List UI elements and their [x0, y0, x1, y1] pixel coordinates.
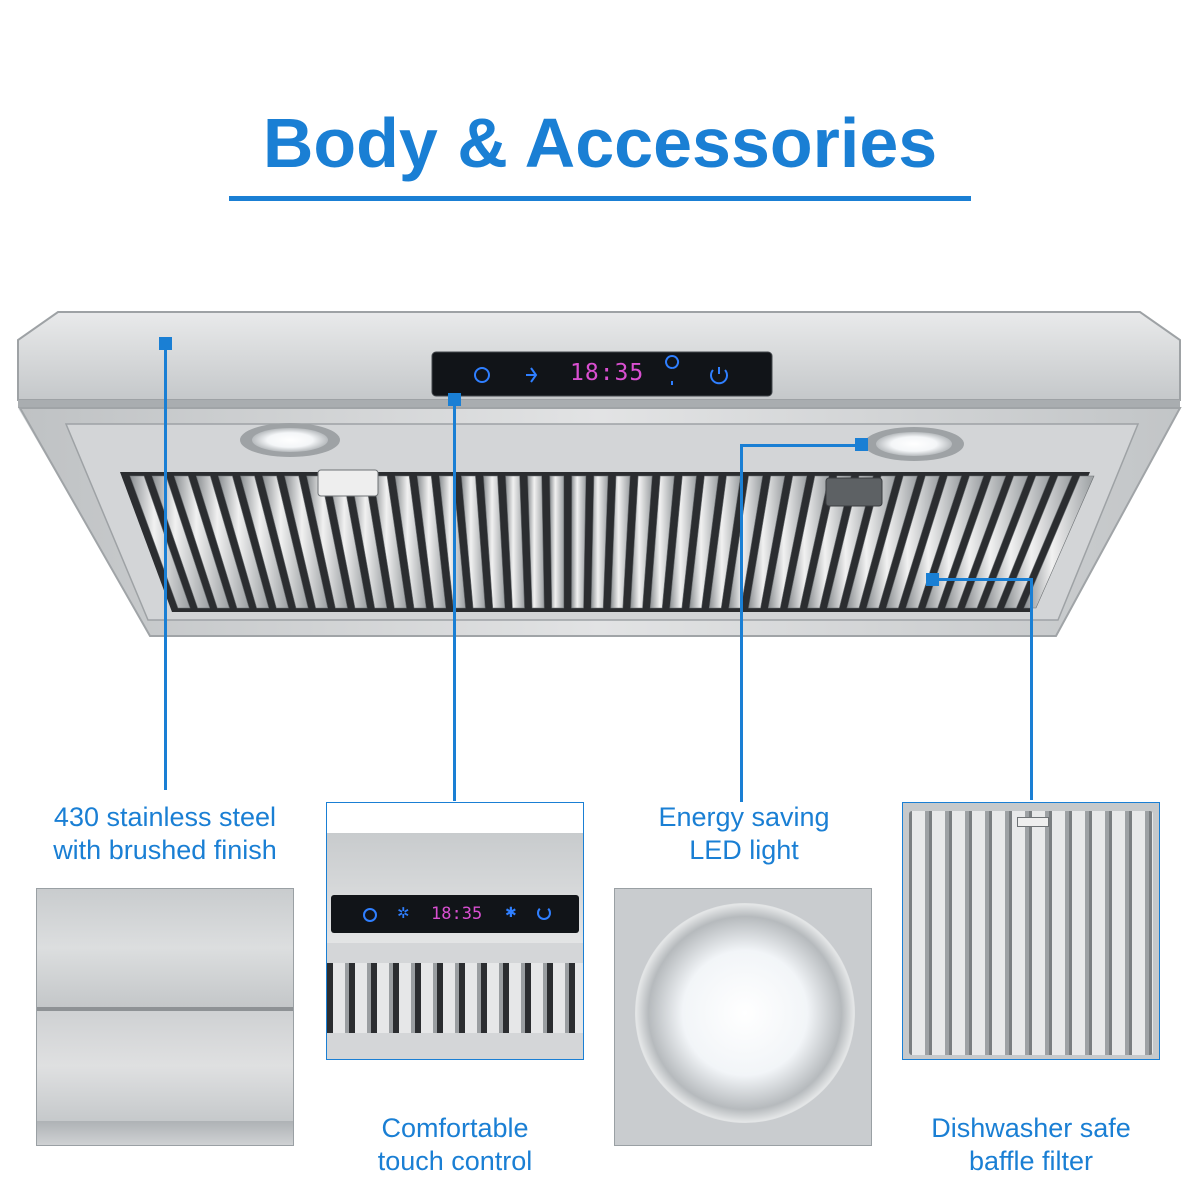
baffle-fin [262, 475, 309, 609]
steel-label-line2: with brushed finish [53, 835, 277, 865]
power-icon[interactable] [537, 906, 551, 920]
led-label-line2: LED light [689, 835, 799, 865]
baffle-fin [416, 475, 447, 609]
baffle-fin [885, 475, 940, 609]
timer-icon[interactable] [363, 908, 377, 922]
filter-handle [1017, 817, 1049, 827]
baffle-fin [669, 475, 697, 609]
baffle-fin [1023, 475, 1095, 609]
zoom-clock-display: 18:35 [431, 904, 483, 924]
fan-icon[interactable]: ✲ [397, 905, 410, 922]
baffle-fin [284, 475, 329, 609]
steel-sheet-upper [37, 889, 293, 1007]
baffle-fin [748, 475, 786, 609]
baffle-fin [689, 475, 719, 609]
baffle-fin [846, 475, 896, 609]
led-closeup-panel [614, 888, 872, 1146]
led-label: Energy saving LED light [615, 801, 873, 867]
filter-label: Dishwasher safe baffle filter [902, 1112, 1160, 1178]
control-label: Comfortable touch control [325, 1112, 585, 1178]
steel-seam [37, 1007, 293, 1011]
led-light-ring [635, 903, 855, 1123]
light-icon[interactable]: ✱ [505, 904, 517, 920]
baffle-filter-panel [902, 802, 1160, 1060]
baffle-fin [807, 475, 852, 609]
baffle-fin [240, 475, 289, 609]
baffle-fin [129, 475, 191, 609]
steel-edge [37, 1121, 293, 1145]
baffle-fin [925, 475, 984, 609]
baffle-fins [129, 475, 1095, 609]
control-fin-area [327, 943, 583, 1059]
control-label-line2: touch control [377, 1146, 533, 1176]
baffle-fin [306, 475, 348, 609]
steel-sheet-lower [37, 1011, 293, 1121]
baffle-fin [549, 475, 565, 609]
baffle-fin [708, 475, 741, 609]
baffle-fin [217, 475, 270, 609]
baffle-fin [505, 475, 525, 609]
control-fins [327, 963, 583, 1033]
page-title: Body & Accessories [262, 104, 938, 182]
touch-control-panel: ✲ 18:35 ✱ [326, 802, 584, 1060]
baffle-fin [590, 475, 609, 609]
steel-label: 430 stainless steel with brushed finish [20, 801, 310, 867]
baffle-fin [610, 475, 631, 609]
baffle-fin [826, 475, 874, 609]
filter-label-line2: baffle filter [968, 1146, 1094, 1176]
control-label-line1: Comfortable [381, 1113, 529, 1143]
baffle-fin [173, 475, 230, 609]
baffle-fin [195, 475, 250, 609]
baffle-fin [787, 475, 830, 609]
baffle-fin [866, 475, 918, 609]
baffle-fin [905, 475, 962, 609]
baffle-fin [438, 475, 466, 609]
baffle-fin [1003, 475, 1073, 609]
baffle-fin [630, 475, 653, 609]
clock-display: 18:35 [570, 360, 645, 386]
baffle-fin [527, 475, 545, 609]
baffle-filter [909, 811, 1153, 1055]
baffle-fin [372, 475, 407, 609]
filter-label-line1: Dishwasher safe [931, 1113, 1131, 1143]
title-underline [229, 196, 971, 201]
led-label-line1: Energy saving [658, 802, 830, 832]
steel-label-line1: 430 stainless steel [53, 802, 277, 832]
baffle-fin [571, 475, 587, 609]
baffle-fin [767, 475, 808, 609]
control-black-panel: ✲ 18:35 ✱ [331, 895, 579, 933]
baffle-fin [483, 475, 506, 609]
baffle-fin [964, 475, 1029, 609]
baffle-fin [649, 475, 675, 609]
baffle-fin [461, 475, 486, 609]
baffle-fin [984, 475, 1051, 609]
baffle-fin [394, 475, 427, 609]
baffle-fin [944, 475, 1007, 609]
steel-closeup-panel [36, 888, 294, 1146]
